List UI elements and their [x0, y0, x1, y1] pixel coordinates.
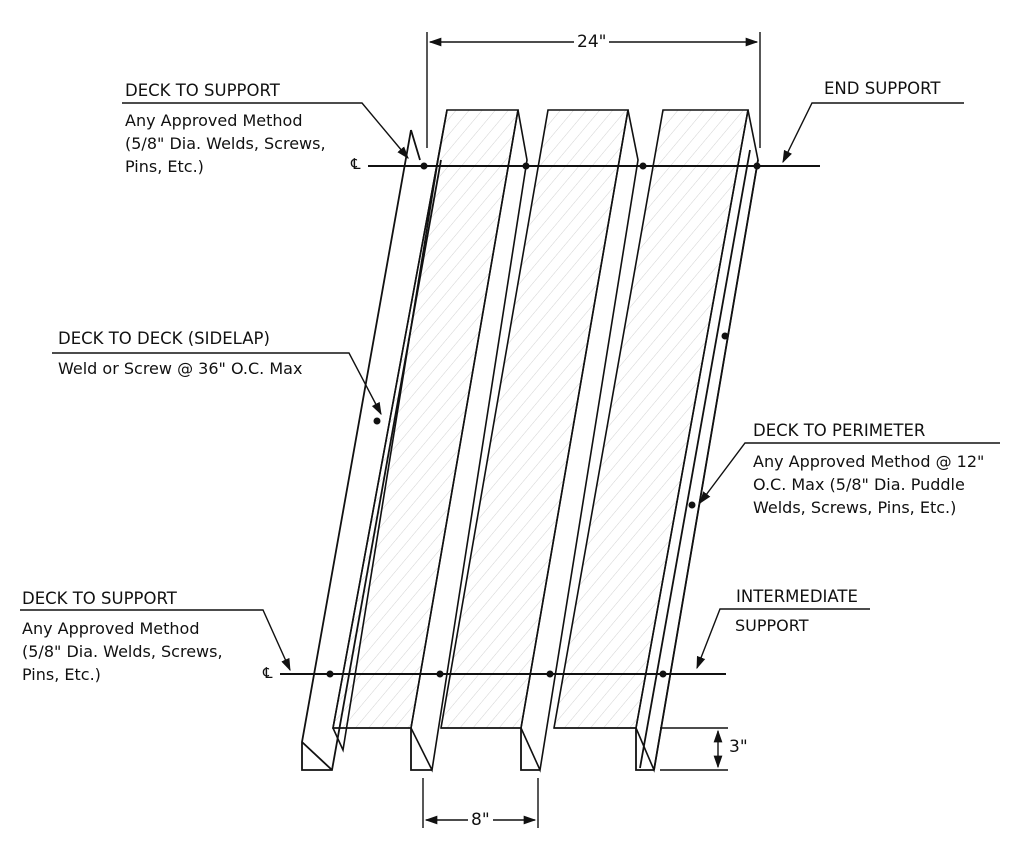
deck-bottom-ribs: [410, 728, 654, 771]
callout-bottom-left-line-1: Any Approved Method: [22, 619, 200, 638]
support-lines: [280, 165, 820, 675]
dimension-label-8: 8": [468, 810, 493, 830]
leader-lines: [20, 102, 1000, 672]
callout-perimeter-line-1: Any Approved Method @ 12": [753, 452, 985, 471]
callout-top-left-line-3: Pins, Etc.): [125, 157, 204, 176]
callout-intermediate-heading: INTERMEDIATE: [736, 587, 858, 606]
dimension-3: [660, 727, 728, 771]
centerline-symbol-top: ℄: [351, 155, 361, 173]
dimension-label-3: 3": [726, 737, 751, 757]
callout-sidelap-line-1: Weld or Screw @ 36" O.C. Max: [58, 359, 303, 378]
callout-perimeter-line-3: Welds, Screws, Pins, Etc.): [753, 498, 957, 517]
deck-left-edge: [301, 129, 442, 771]
centerline-symbol-bottom: ℄: [263, 664, 273, 682]
callout-top-left-heading: DECK TO SUPPORT: [125, 81, 280, 100]
fastener-points: [326, 162, 761, 678]
callout-end-support-heading: END SUPPORT: [824, 79, 941, 98]
callout-bottom-left-line-3: Pins, Etc.): [22, 665, 101, 684]
callout-bottom-left-line-2: (5/8" Dia. Welds, Screws,: [22, 642, 223, 661]
callout-top-left-line-2: (5/8" Dia. Welds, Screws,: [125, 134, 326, 153]
callout-intermediate-line-1: SUPPORT: [735, 616, 809, 635]
callout-bottom-left-heading: DECK TO SUPPORT: [22, 589, 177, 608]
callout-top-left-line-1: Any Approved Method: [125, 111, 303, 130]
callout-perimeter-heading: DECK TO PERIMETER: [753, 421, 926, 440]
callout-sidelap-heading: DECK TO DECK (SIDELAP): [58, 329, 270, 348]
deck-right-edge: [639, 149, 759, 771]
dimension-label-24: 24": [574, 32, 610, 52]
callout-perimeter-line-2: O.C. Max (5/8" Dia. Puddle: [753, 475, 965, 494]
